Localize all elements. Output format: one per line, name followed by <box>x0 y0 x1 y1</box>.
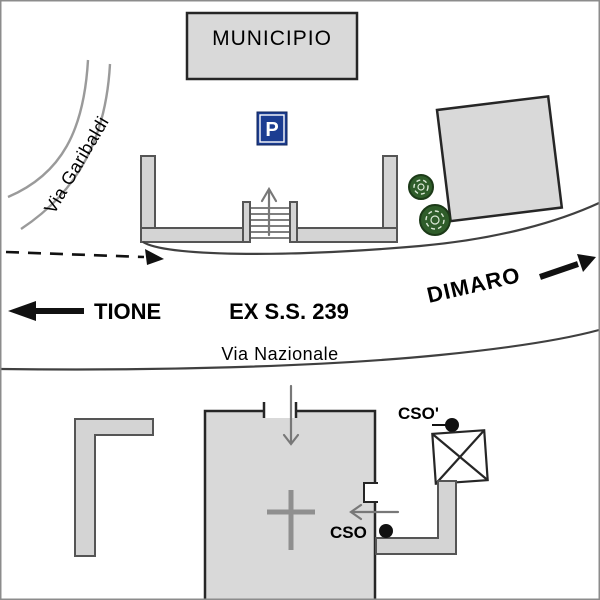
parking-label: P <box>265 119 278 141</box>
tree-icon <box>419 204 451 236</box>
direction-west: TIONE <box>8 299 161 324</box>
via-nazionale-label: Via Nazionale <box>221 344 338 364</box>
municipio-label: MUNICIPIO <box>212 27 332 50</box>
road-edge-top <box>142 202 600 255</box>
highway-label: EX S.S. 239 <box>229 299 349 324</box>
side-doorway <box>363 482 378 503</box>
crossed-square-building <box>431 429 489 485</box>
stairs-icon <box>242 201 298 243</box>
down-arrow-icon <box>282 384 300 446</box>
wall-bottom-right <box>296 227 398 243</box>
west-arrow-icon <box>8 301 36 321</box>
wall-bottom-left <box>140 227 244 243</box>
left-arrow-icon <box>349 503 400 521</box>
cso-upper-marker: CSO' <box>398 404 459 432</box>
up-arrow-icon <box>260 186 278 237</box>
east-building <box>435 94 564 223</box>
cso-lower-dot <box>379 524 393 538</box>
church-cross-icon <box>267 490 315 550</box>
church-entrance <box>264 402 296 418</box>
municipio-building: MUNICIPIO <box>185 11 359 81</box>
road-edge <box>7 59 90 199</box>
piazza-walls <box>140 155 398 243</box>
west-wall <box>74 418 154 557</box>
cso-lower-label: CSO <box>330 523 367 542</box>
tree-icon <box>408 174 434 200</box>
road-edge-bottom <box>0 328 600 371</box>
cso-upper-dot <box>445 418 459 432</box>
east-arrow-icon <box>577 254 596 272</box>
road-edge <box>20 63 112 231</box>
municipio-outline <box>185 11 359 81</box>
parking-sign: P <box>256 111 288 146</box>
tione-label: TIONE <box>94 299 161 324</box>
cso-upper-label: CSO' <box>398 404 439 423</box>
dashed-boundary-line <box>5 249 164 265</box>
church-building <box>203 384 378 600</box>
cso-lower-marker: CSO <box>330 503 400 542</box>
dashed-line-arrowhead <box>145 249 164 265</box>
east-wall <box>375 480 457 555</box>
